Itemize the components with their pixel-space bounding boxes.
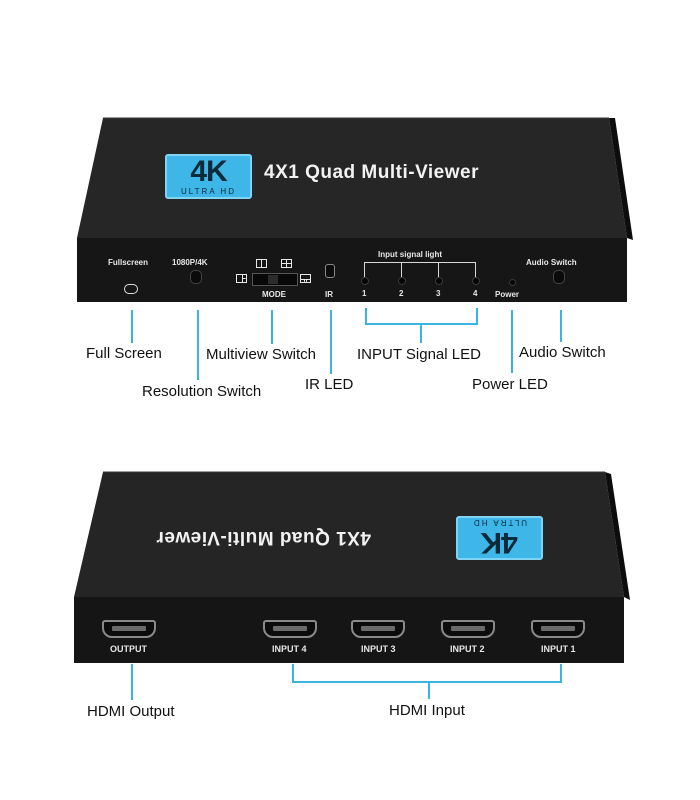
callout-audio <box>560 310 562 342</box>
hdmi-input2-port[interactable] <box>441 620 495 638</box>
badge-ultra-hd-text: ULTRA HD <box>181 187 236 196</box>
caption-input-signal-led: INPUT Signal LED <box>357 346 481 363</box>
rear-badge-4k-text: 4K <box>481 526 518 560</box>
callout-ir <box>330 310 332 374</box>
multiview-switch[interactable] <box>252 273 298 286</box>
led-number-2: 2 <box>399 289 404 298</box>
callout-full-screen <box>131 310 133 343</box>
caption-full-screen: Full Screen <box>86 345 162 362</box>
caption-resolution-switch: Resolution Switch <box>142 383 262 400</box>
hdmi-input4-port[interactable] <box>263 620 317 638</box>
input-signal-light-label: Input signal light <box>378 250 442 259</box>
caption-multiview-switch: Multiview Switch <box>206 346 317 363</box>
input1-port-label: INPUT 1 <box>541 644 576 654</box>
hdmi-output-port[interactable] <box>102 620 156 638</box>
mode-label: MODE <box>262 290 286 299</box>
hdmi-input1-port[interactable] <box>531 620 585 638</box>
input-led-4 <box>472 277 480 285</box>
rear-4k-badge: 4K ULTRA HD <box>456 516 543 560</box>
fullscreen-label: Fullscreen <box>108 258 149 267</box>
caption-ir-led: IR LED <box>305 376 354 393</box>
power-led <box>509 279 516 286</box>
front-4k-badge: 4K ULTRA HD <box>165 154 252 199</box>
caption-power-led: Power LED <box>472 376 548 393</box>
input-led-2 <box>398 277 406 285</box>
led-number-3: 3 <box>436 289 441 298</box>
callout-resolution <box>197 310 199 380</box>
ir-led <box>325 264 335 278</box>
fullscreen-button[interactable] <box>124 284 138 294</box>
front-title: 4X1 Quad Multi-Viewer <box>264 162 479 183</box>
callout-hdmi-output <box>131 664 133 700</box>
hdmi-input3-port[interactable] <box>351 620 405 638</box>
input4-port-label: INPUT 4 <box>272 644 307 654</box>
caption-hdmi-output: HDMI Output <box>87 703 175 720</box>
output-port-label: OUTPUT <box>110 644 147 654</box>
rear-title: 4X1 Quad Multi-Viewer <box>156 527 371 548</box>
mode-icon-quad <box>281 259 292 268</box>
signal-bracket-3 <box>438 262 439 278</box>
led-number-1: 1 <box>362 289 367 298</box>
input-led-1 <box>361 277 369 285</box>
ir-label: IR <box>325 290 333 299</box>
signal-bracket-top <box>364 262 475 263</box>
badge-4k-text: 4K <box>190 155 227 188</box>
caption-audio-switch: Audio Switch <box>519 344 606 361</box>
input3-port-label: INPUT 3 <box>361 644 396 654</box>
audio-switch-label: Audio Switch <box>526 258 577 267</box>
callout-input-stem <box>428 681 430 699</box>
rear-badge-ultra-hd-text: ULTRA HD <box>472 518 527 528</box>
callout-signal-left <box>365 308 367 325</box>
mode-icon-triple <box>300 274 311 283</box>
signal-bracket-4 <box>475 262 476 278</box>
callout-input-right <box>560 664 562 682</box>
input-led-3 <box>435 277 443 285</box>
callout-multiview <box>271 310 273 344</box>
rear-device-shape <box>74 471 630 663</box>
callout-input-bar <box>292 681 562 683</box>
mode-icon-pip <box>236 274 247 283</box>
front-device: 4K ULTRA HD 4X1 Quad Multi-Viewer Fullsc… <box>0 0 700 310</box>
rear-device: 4K ULTRA HD 4X1 Quad Multi-Viewer OUTPUT… <box>0 460 700 670</box>
callout-signal-stem <box>420 323 422 343</box>
callout-input-left <box>292 664 294 682</box>
multiview-switch-knob <box>268 275 278 284</box>
resolution-button[interactable] <box>190 270 202 284</box>
input2-port-label: INPUT 2 <box>450 644 485 654</box>
power-label: Power <box>495 290 520 299</box>
resolution-label: 1080P/4K <box>172 258 208 267</box>
callout-signal-right <box>476 308 478 325</box>
front-device-shape <box>77 117 633 302</box>
mode-icon-split <box>256 259 267 268</box>
callout-power <box>511 310 513 373</box>
caption-hdmi-input: HDMI Input <box>389 702 465 719</box>
audio-switch-button[interactable] <box>553 270 565 284</box>
led-number-4: 4 <box>473 289 478 298</box>
signal-bracket-1 <box>364 262 365 278</box>
signal-bracket-2 <box>401 262 402 278</box>
